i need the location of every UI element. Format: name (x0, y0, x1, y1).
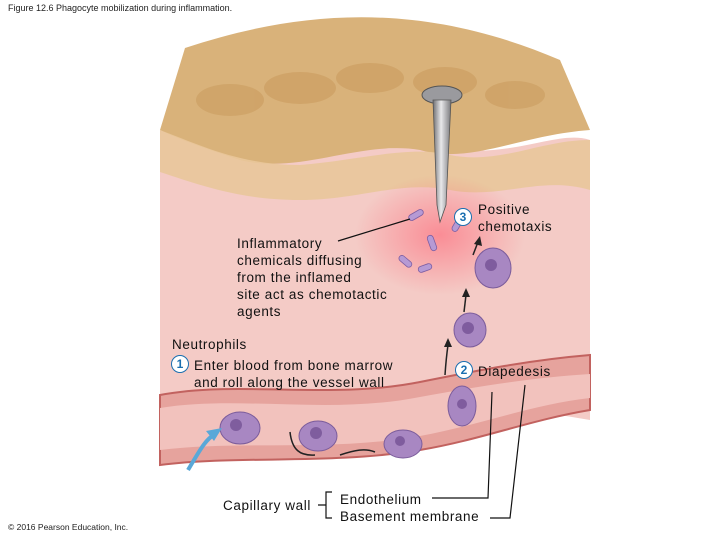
chemotaxis-line: chemotaxis (478, 219, 553, 234)
skin-bumps (196, 63, 545, 116)
vessel-lumen (160, 374, 590, 450)
nail-icon (421, 85, 463, 224)
figure-title: Figure 12.6 Phagocyte mobilization durin… (8, 3, 233, 13)
copyright-notice: © 2016 Pearson Education, Inc. (8, 522, 129, 532)
chemotaxis-line: Positive (478, 202, 531, 217)
inflammatory-line: agents (237, 304, 282, 319)
step-1-badge: 1 (171, 355, 189, 373)
stratum-basale-layer (160, 130, 590, 200)
diapedesis-label: Diapedesis (478, 364, 551, 379)
leader-lines (318, 218, 526, 519)
endothelium-label: Endothelium (340, 492, 422, 507)
inflammatory-line: site act as chemotactic (237, 287, 388, 302)
inflammatory-line: Inflammatory (237, 236, 323, 251)
inflammatory-label: Inflammatory chemicals diffusing from th… (237, 235, 387, 320)
inflammatory-line: chemicals diffusing (237, 253, 363, 268)
step-1-line: Enter blood from bone marrow (194, 358, 394, 373)
basement-membrane-label: Basement membrane (340, 509, 480, 524)
capillary-wall-label: Capillary wall (223, 498, 311, 513)
step-2-badge: 2 (455, 361, 473, 379)
step-1-text: Enter blood from bone marrow and roll al… (194, 357, 393, 391)
chemotaxis-label: Positive chemotaxis (478, 201, 552, 235)
bacteria (398, 209, 463, 273)
rolling-arrow (289, 431, 316, 456)
step-3-badge: 3 (454, 208, 472, 226)
inflammatory-line: from the inflamed (237, 270, 352, 285)
neutrophils-label: Neutrophils (172, 337, 247, 352)
step-1-line: and roll along the vessel wall (194, 375, 385, 390)
